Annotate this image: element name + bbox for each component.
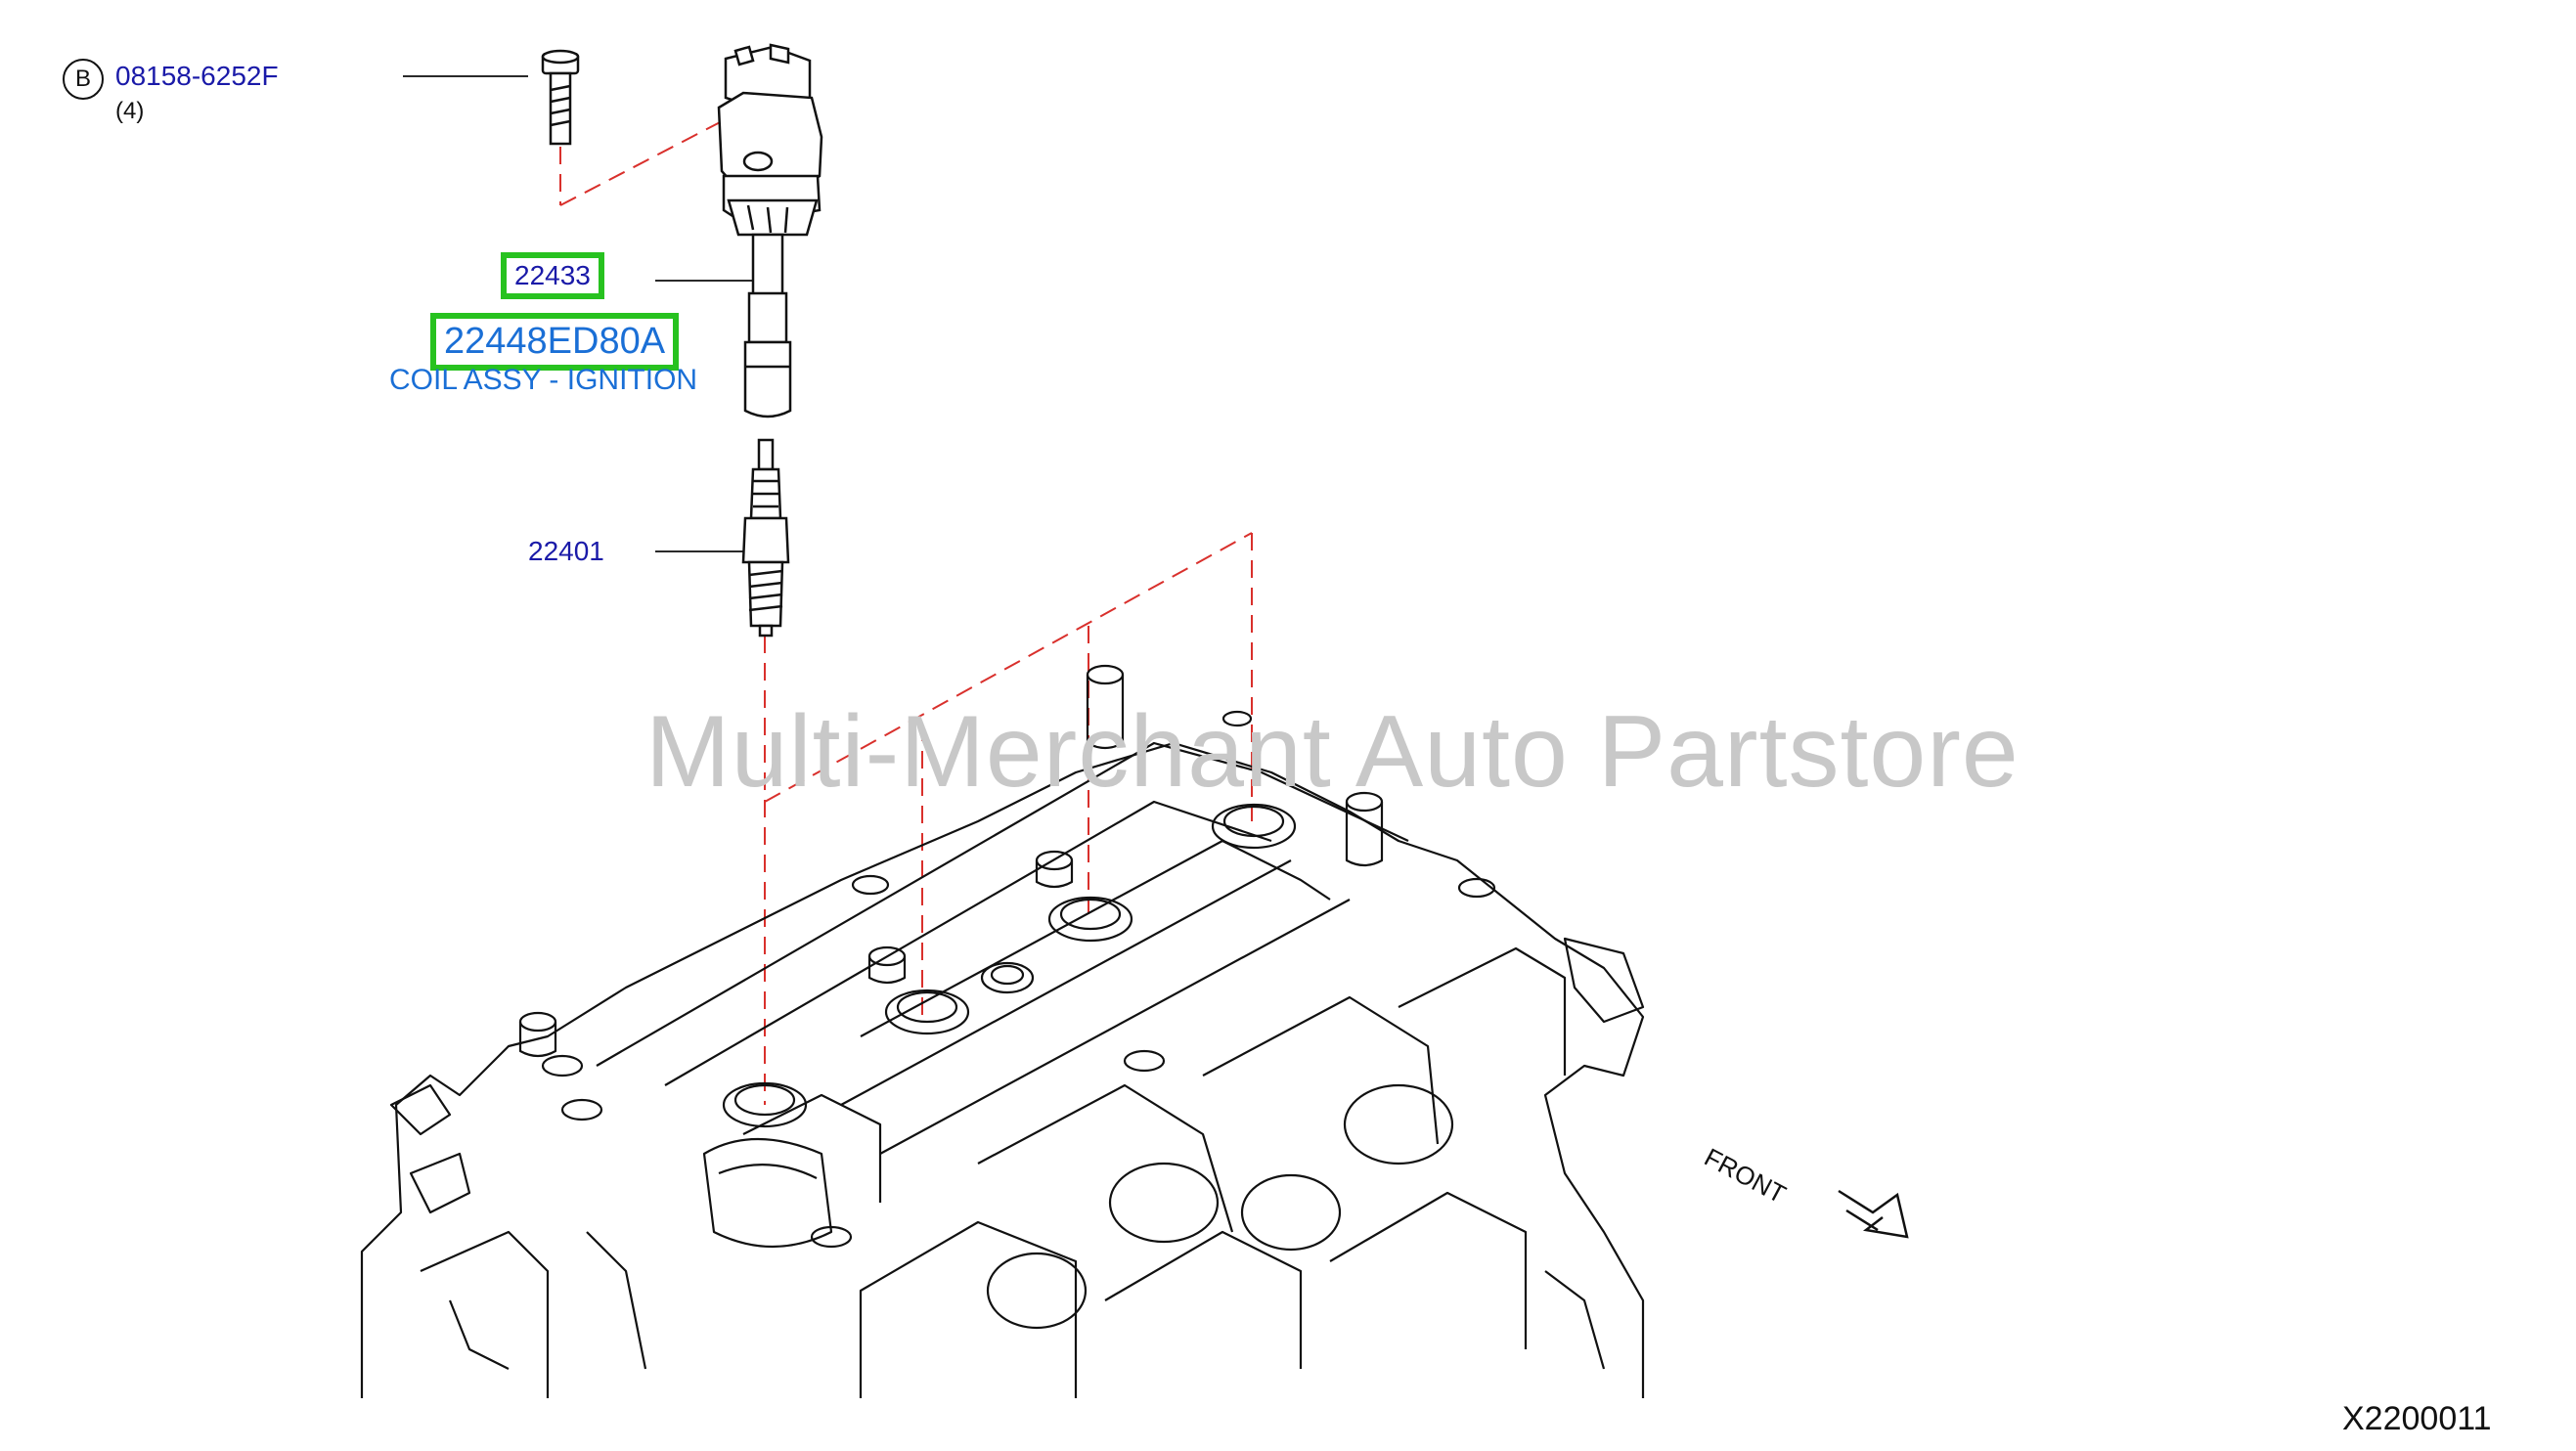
watermark-text: Multi-Merchant Auto Partstore [645,695,2020,809]
spark-plug-part-number[interactable]: 22401 [528,536,604,566]
bolt-ref-badge: B [63,59,104,100]
coil-part-name: COIL ASSY - IGNITION [389,364,698,396]
coil-part-number-short[interactable]: 22433 [501,252,604,299]
leader-lines [403,75,753,552]
bolt-icon [541,49,580,146]
spark-plug-icon [741,438,790,638]
ignition-coil-icon [717,43,823,418]
front-arrow-icon [1838,1189,1909,1239]
bolt-part-number[interactable]: 08158-6252F [115,61,279,91]
alignment-dashed-lines [559,107,1253,1105]
coil-part-number-full[interactable]: 22448ED80A [430,313,680,371]
engine-head-illustration [360,664,1645,1398]
bolt-quantity: (4) [115,98,145,124]
diagram-code: X2200011 [2342,1400,2492,1437]
